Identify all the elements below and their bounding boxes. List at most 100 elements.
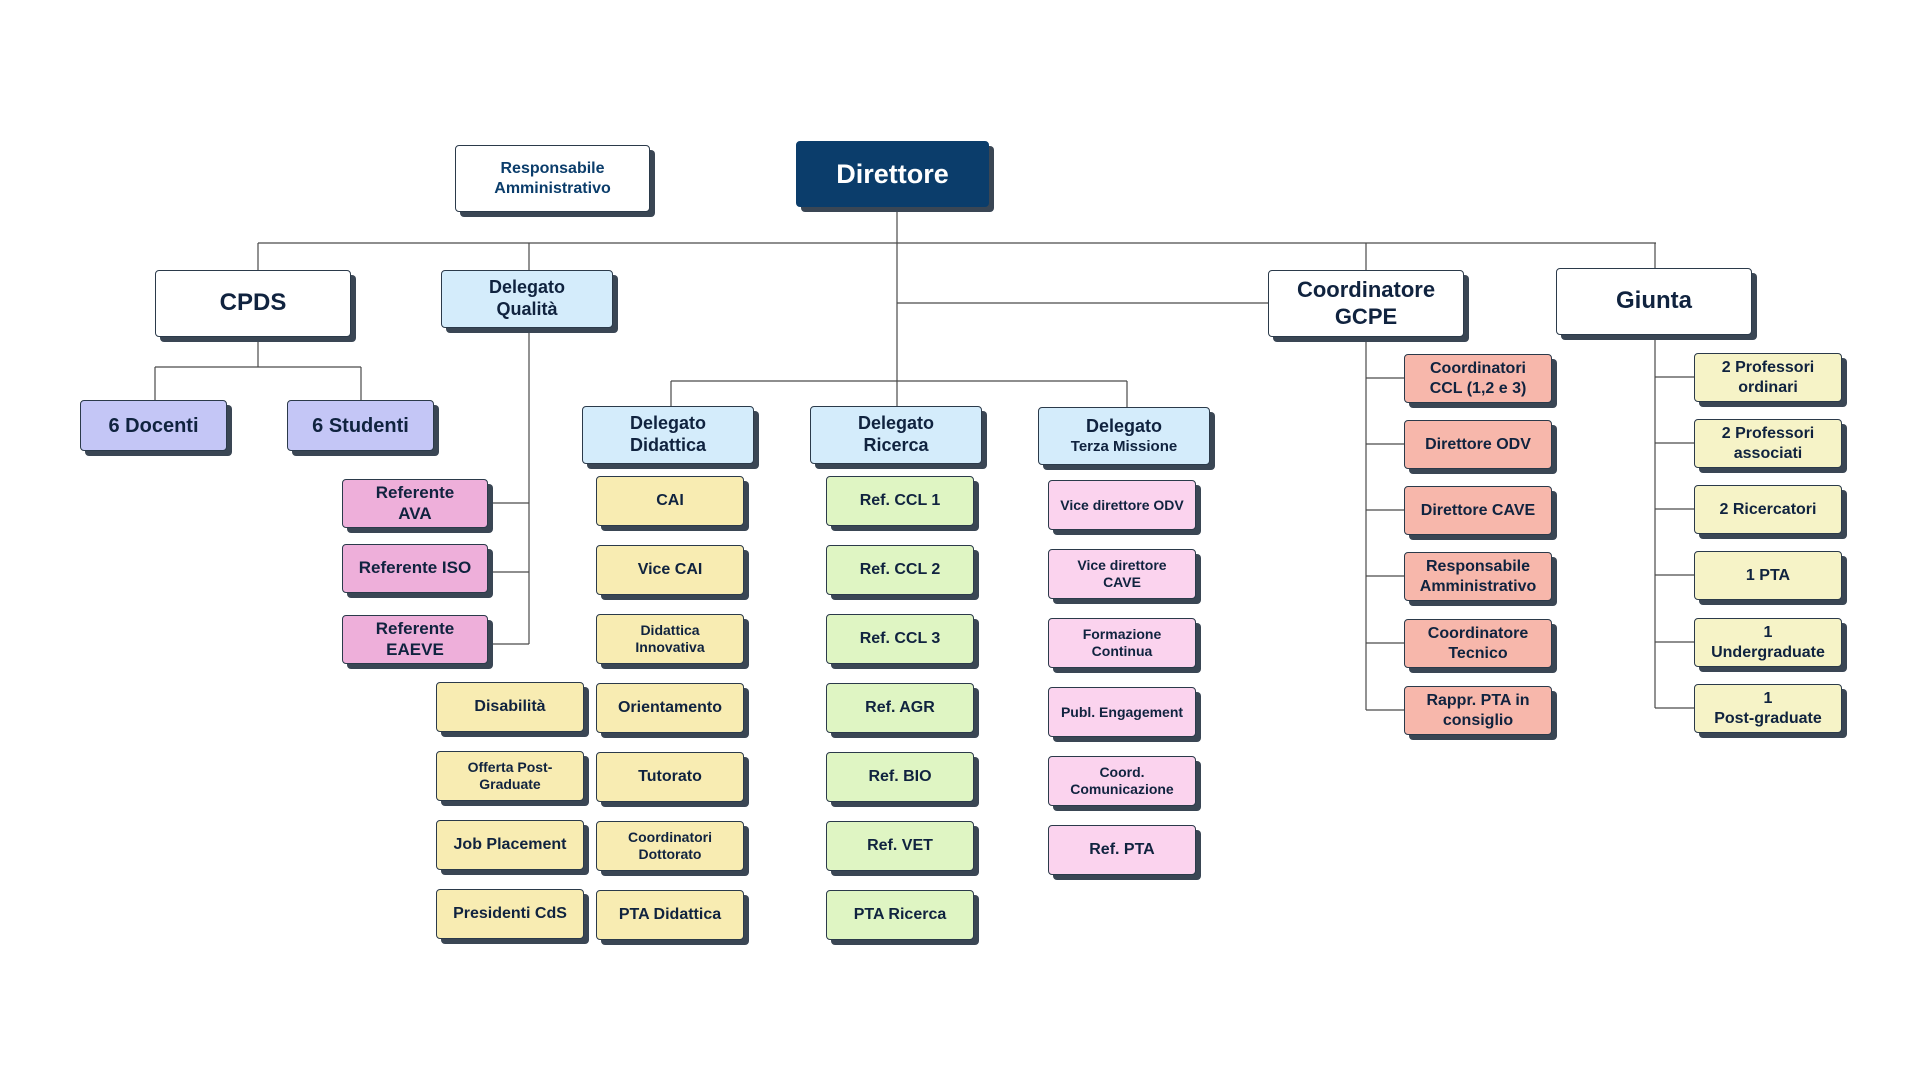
tutorato-label: Tutorato <box>638 768 702 786</box>
giunta-label: Giunta <box>1616 287 1692 315</box>
tutorato-box: Tutorato <box>596 752 744 802</box>
delegato-terza-missione-box: Delegato Terza Missione <box>1038 407 1210 465</box>
referente-eaeve-box: Referente EAEVE <box>342 615 488 664</box>
ref-ccl-3-label: Ref. CCL 3 <box>859 630 941 648</box>
ricercatori-box: 2 Ricercatori <box>1694 485 1842 534</box>
ref-ccl-1-label: Ref. CCL 1 <box>859 492 941 510</box>
cpds-docenti-box: 6 Docenti <box>80 400 227 451</box>
orientamento-box: Orientamento <box>596 683 744 733</box>
referente-ava-label: Referente AVA <box>375 483 455 523</box>
direttore-cave-box: Direttore CAVE <box>1404 486 1552 535</box>
ref-bio-box: Ref. BIO <box>826 752 974 802</box>
pta-didattica-label: PTA Didattica <box>618 906 722 924</box>
undergraduate-box: 1 Undergraduate <box>1694 618 1842 667</box>
ref-agr-box: Ref. AGR <box>826 683 974 733</box>
gcpe-responsabile-amministrativo-label: Responsabile Amministrativo <box>1419 558 1537 595</box>
ricercatori-label: 2 Ricercatori <box>1719 500 1817 518</box>
ref-pta-box: Ref. PTA <box>1048 825 1196 875</box>
cpds-studenti-box: 6 Studenti <box>287 400 434 451</box>
referente-eaeve-label: Referente EAEVE <box>375 619 455 659</box>
terza-missione-subtitle: Terza Missione <box>1070 437 1178 455</box>
cpds-box: CPDS <box>155 270 351 337</box>
publ-engagement-box: Publ. Engagement <box>1048 687 1196 737</box>
offerta-post-graduate-label: Offerta Post- Graduate <box>467 759 553 792</box>
vice-cai-label: Vice CAI <box>637 561 703 579</box>
gcpe-responsabile-amministrativo-box: Responsabile Amministrativo <box>1404 552 1552 601</box>
cai-label: CAI <box>656 492 684 510</box>
ref-ccl-3-box: Ref. CCL 3 <box>826 614 974 664</box>
presidenti-cds-label: Presidenti CdS <box>453 905 567 923</box>
direttore-odv-label: Direttore ODV <box>1425 435 1531 453</box>
cpds-label: CPDS <box>219 289 287 317</box>
coord-comunicazione-label: Coord. Comunicazione <box>1070 764 1174 797</box>
cpds-studenti-label: 6 Studenti <box>312 414 409 437</box>
pta-box: 1 PTA <box>1694 551 1842 600</box>
ref-bio-label: Ref. BIO <box>868 768 932 786</box>
giunta-box: Giunta <box>1556 268 1752 335</box>
ref-agr-label: Ref. AGR <box>865 699 935 717</box>
direttore-label: Direttore <box>836 158 949 189</box>
coordinatori-ccl-label: Coordinatori CCL (1,2 e 3) <box>1429 360 1527 397</box>
job-placement-label: Job Placement <box>453 836 567 854</box>
coordinatori-ccl-box: Coordinatori CCL (1,2 e 3) <box>1404 354 1552 403</box>
pta-didattica-box: PTA Didattica <box>596 890 744 940</box>
coordinatore-tecnico-label: Coordinatore Tecnico <box>1427 625 1529 662</box>
disabilita-box: Disabilità <box>436 682 584 732</box>
coordinatori-dottorato-label: Coordinatori Dottorato <box>628 829 712 862</box>
delegato-terza-missione-label: Delegato <box>1085 416 1163 437</box>
coordinatori-dottorato-box: Coordinatori Dottorato <box>596 821 744 871</box>
professori-associati-box: 2 Professori associati <box>1694 419 1842 468</box>
rappr-pta-label: Rappr. PTA in consiglio <box>1426 692 1530 729</box>
post-graduate-label: 1 Post-graduate <box>1714 690 1822 727</box>
publ-engagement-label: Publ. Engagement <box>1060 703 1184 720</box>
responsabile-amministrativo-box: Responsabile Amministrativo <box>455 145 650 212</box>
disabilita-label: Disabilità <box>474 698 546 716</box>
direttore-box: Direttore <box>796 141 989 207</box>
offerta-post-graduate-box: Offerta Post- Graduate <box>436 751 584 801</box>
cai-box: CAI <box>596 476 744 526</box>
undergraduate-label: 1 Undergraduate <box>1711 624 1825 661</box>
cpds-docenti-label: 6 Docenti <box>108 414 199 437</box>
didattica-innovativa-box: Didattica Innovativa <box>596 614 744 664</box>
ref-ccl-2-box: Ref. CCL 2 <box>826 545 974 595</box>
referente-iso-label: Referente ISO <box>358 558 472 578</box>
vice-direttore-odv-box: Vice direttore ODV <box>1048 480 1196 530</box>
delegato-qualita-box: Delegato Qualità <box>441 270 613 328</box>
ref-pta-label: Ref. PTA <box>1089 841 1155 859</box>
rappr-pta-box: Rappr. PTA in consiglio <box>1404 686 1552 735</box>
professori-ordinari-box: 2 Professori ordinari <box>1694 353 1842 402</box>
professori-associati-label: 2 Professori associati <box>1721 425 1815 462</box>
pta-ricerca-box: PTA Ricerca <box>826 890 974 940</box>
referente-iso-box: Referente ISO <box>342 544 488 593</box>
formazione-continua-label: Formazione Continua <box>1082 626 1162 659</box>
post-graduate-box: 1 Post-graduate <box>1694 684 1842 733</box>
ref-ccl-1-box: Ref. CCL 1 <box>826 476 974 526</box>
pta-ricerca-label: PTA Ricerca <box>853 906 947 924</box>
vice-direttore-cave-box: Vice direttore CAVE <box>1048 549 1196 599</box>
didattica-innovativa-label: Didattica Innovativa <box>635 622 705 655</box>
professori-ordinari-label: 2 Professori ordinari <box>1721 359 1815 396</box>
responsabile-amministrativo-label: Responsabile Amministrativo <box>494 160 611 197</box>
coordinatore-gcpe-box: Coordinatore GCPE <box>1268 270 1464 337</box>
coordinatore-gcpe-label: Coordinatore GCPE <box>1296 277 1436 329</box>
coordinatore-tecnico-box: Coordinatore Tecnico <box>1404 619 1552 668</box>
direttore-odv-box: Direttore ODV <box>1404 420 1552 469</box>
orientamento-label: Orientamento <box>617 699 722 717</box>
delegato-didattica-box: Delegato Didattica <box>582 406 754 464</box>
delegato-ricerca-label: Delegato Ricerca <box>857 413 935 455</box>
delegato-didattica-label: Delegato Didattica <box>629 413 707 455</box>
direttore-cave-label: Direttore CAVE <box>1420 501 1536 519</box>
ref-vet-box: Ref. VET <box>826 821 974 871</box>
coord-comunicazione-box: Coord. Comunicazione <box>1048 756 1196 806</box>
job-placement-box: Job Placement <box>436 820 584 870</box>
vice-direttore-odv-label: Vice direttore ODV <box>1060 496 1184 513</box>
referente-ava-box: Referente AVA <box>342 479 488 528</box>
delegato-qualita-label: Delegato Qualità <box>488 277 566 319</box>
pta-label: 1 PTA <box>1745 566 1791 584</box>
presidenti-cds-box: Presidenti CdS <box>436 889 584 939</box>
ref-ccl-2-label: Ref. CCL 2 <box>859 561 941 579</box>
delegato-ricerca-box: Delegato Ricerca <box>810 406 982 464</box>
formazione-continua-box: Formazione Continua <box>1048 618 1196 668</box>
ref-vet-label: Ref. VET <box>867 837 933 855</box>
